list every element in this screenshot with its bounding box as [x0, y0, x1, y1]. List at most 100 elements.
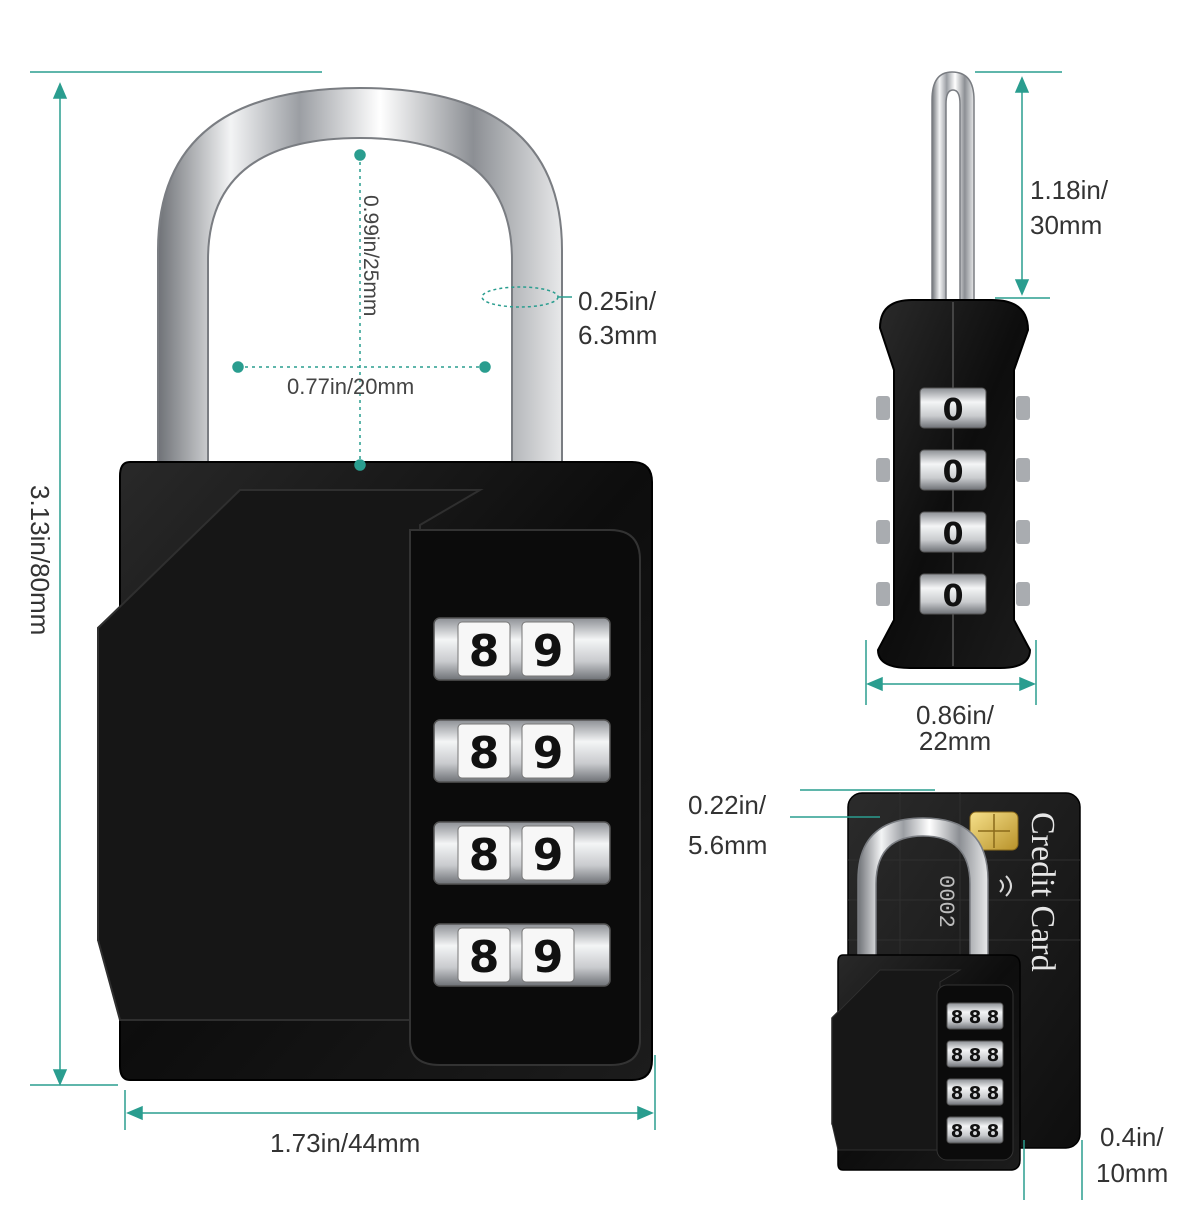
side-dial-digit: 0 [943, 579, 964, 614]
side-dial-wheel [919, 449, 987, 491]
small-dial-digit: 8 [987, 1007, 1000, 1028]
side-width-arrow-left [866, 676, 883, 692]
side-dial-wheel [919, 387, 987, 429]
side-shackle-arrow-bottom [1014, 279, 1030, 296]
main-width-label: 1.73in/44mm [270, 1128, 421, 1158]
dial-window-left [457, 621, 511, 677]
small-dial-digit: 8 [969, 1121, 982, 1142]
side-lock: 0 0 0 0 [876, 71, 1032, 669]
dial-window-left [457, 825, 511, 881]
lock-thickness-line1: 0.4in/ [1100, 1122, 1164, 1152]
dial-digit-left: 8 [469, 932, 500, 983]
shackle-height-dot-bottom [354, 459, 366, 471]
shackle-width-dot-left [232, 361, 244, 373]
side-lock-shackle [931, 71, 975, 311]
shackle-thickness-label-line1: 0.25in/ [578, 286, 657, 316]
side-width-line1: 0.86in/ [915, 700, 995, 730]
small-dial-digit: 8 [969, 1045, 982, 1066]
main-lock-dimension-lines [30, 71, 656, 1130]
small-dial-wheel [946, 1040, 1004, 1068]
side-shackle-arrow-top [1014, 76, 1030, 93]
small-dial-digit: 8 [969, 1083, 982, 1104]
small-dial-wheel [946, 1078, 1004, 1106]
dial-digit-right: 9 [533, 728, 564, 779]
side-dial: 0 [876, 387, 1030, 429]
main-height-label: 3.13in/80mm [25, 485, 55, 636]
side-dial-edge-right [1016, 458, 1030, 482]
dial-digit-right: 9 [533, 626, 564, 677]
dial-window-left [457, 927, 511, 983]
side-dial: 0 [876, 449, 1030, 491]
small-dial-digit: 8 [987, 1121, 1000, 1142]
side-width-arrow-right [1019, 676, 1036, 692]
dial-window-right [521, 621, 575, 677]
side-lock-dimension-lines [865, 71, 1062, 705]
small-dial-wheel [946, 1002, 1004, 1030]
side-dial-edge-left [876, 582, 890, 606]
main-lock-shackle [157, 86, 563, 471]
small-dial-digit: 8 [951, 1007, 964, 1028]
small-dial-digit: 8 [987, 1083, 1000, 1104]
side-dial-digit: 0 [943, 455, 964, 490]
side-dial-edge-right [1016, 396, 1030, 420]
dial-digit-left: 8 [469, 728, 500, 779]
shackle-width-dot-right [479, 361, 491, 373]
small-dial-digit: 8 [969, 1007, 982, 1028]
side-dial: 0 [876, 511, 1030, 553]
shackle-height-dot-top [354, 149, 366, 161]
shackle-inner-width-label: 0.77in/20mm [287, 374, 415, 399]
contactless-icon [999, 875, 1012, 897]
card-dimension-lines [790, 789, 1083, 1200]
dial-digit-right: 9 [533, 932, 564, 983]
small-dial-digit: 8 [951, 1045, 964, 1066]
side-dial-edge-left [876, 520, 890, 544]
dial-window-right [521, 825, 575, 881]
height-arrow-top [52, 82, 68, 99]
side-dial-digit: 0 [943, 393, 964, 428]
shackle-thickness-label-line2: 6.3mm [578, 320, 658, 350]
card-title: Credit Card [1024, 812, 1061, 972]
width-arrow-left [126, 1105, 143, 1121]
side-dial-edge-left [876, 396, 890, 420]
side-dial-digit: 0 [943, 517, 964, 552]
card-chip-lines [978, 814, 1010, 848]
height-arrow-bottom [52, 1069, 68, 1086]
dial-digit-left: 8 [469, 830, 500, 881]
side-shackle-height-line1: 1.18in/ [1030, 175, 1109, 205]
dial-window-right [521, 723, 575, 779]
small-dial-wheel [946, 1116, 1004, 1144]
side-lock-dials: 0 0 0 0 [876, 387, 1030, 615]
card-thickness-line2: 5.6mm [688, 830, 768, 860]
side-shackle-height-line2: 30mm [1030, 210, 1103, 240]
side-dial-edge-right [1016, 520, 1030, 544]
dial-window-right [521, 927, 575, 983]
side-dial-edge-right [1016, 582, 1030, 606]
small-dial-digit: 8 [987, 1045, 1000, 1066]
dial-digit-right: 9 [533, 830, 564, 881]
dial-window-left [457, 723, 511, 779]
dial-digit-left: 8 [469, 626, 500, 677]
card-number-fragment: 0002 [933, 875, 958, 928]
width-arrow-right [637, 1105, 654, 1121]
side-dial: 0 [876, 573, 1030, 615]
side-dial-wheel [919, 511, 987, 553]
side-width-line2: 22mm [918, 726, 992, 756]
card-thickness-line1: 0.22in/ [688, 790, 767, 820]
shackle-inner-height-label: 0.99in/25mm [359, 195, 382, 317]
side-dial-wheel [919, 573, 987, 615]
small-dial-digit: 8 [951, 1083, 964, 1104]
